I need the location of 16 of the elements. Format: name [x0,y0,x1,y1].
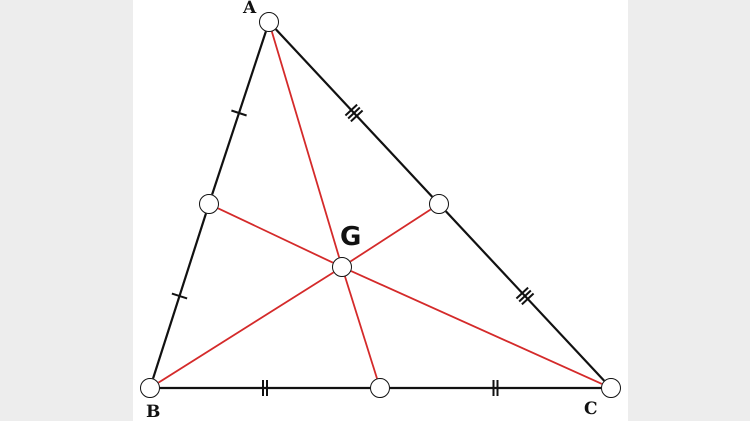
point-label: B [146,404,160,421]
median-line [271,31,340,258]
median-line [344,276,378,379]
point-label: G [340,224,362,250]
side-line [152,213,207,379]
median-line [350,208,432,262]
point-label: A [243,0,256,17]
median-line [350,270,602,385]
side-line [390,386,601,390]
median-line [218,207,334,264]
side-line [160,386,370,390]
median-line [158,272,334,384]
side-line [445,210,605,382]
side-line [275,28,433,198]
side-line [211,31,267,195]
point-label: C [584,401,598,418]
